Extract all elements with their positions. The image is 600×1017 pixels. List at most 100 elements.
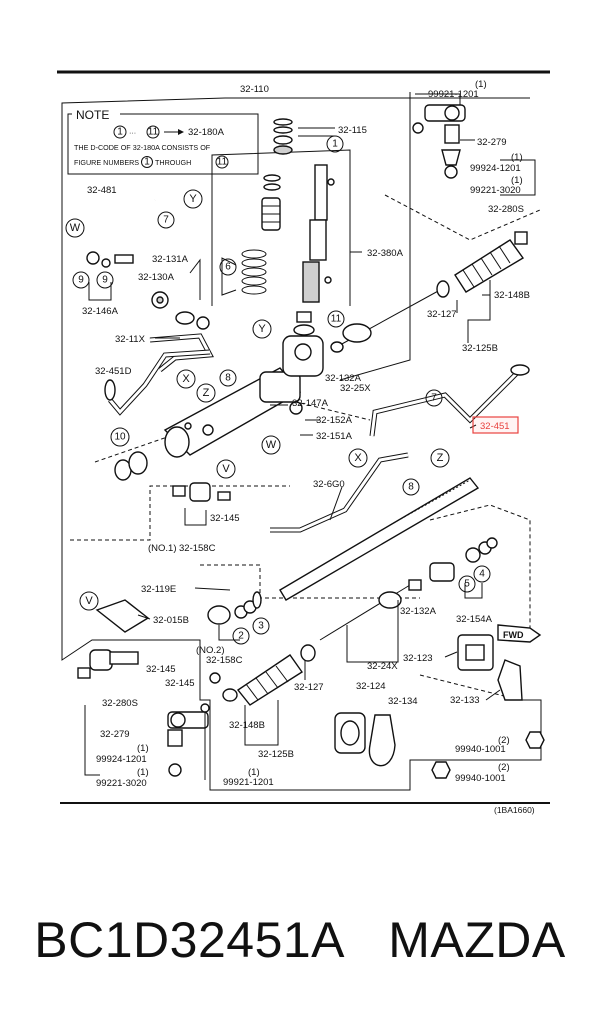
label-32-24X: 32-24X [367, 661, 398, 672]
label-32-145-low1: 32-145 [146, 664, 176, 675]
svg-text:FIGURE NUMBERS: FIGURE NUMBERS [74, 158, 139, 167]
pipe-32-481 [99, 199, 156, 256]
label-32-125B-low: 32-125B [258, 749, 294, 760]
label-32-127-top: 32-127 [427, 309, 457, 320]
pinion-top-caps [293, 311, 315, 336]
brand-name: MAZDA [388, 912, 566, 968]
svg-text:W: W [266, 439, 277, 451]
rack-bushing-rings [207, 591, 262, 625]
svg-text:1: 1 [332, 139, 338, 150]
svg-text:10: 10 [114, 432, 126, 443]
figure-code: (1BA1660) [494, 805, 535, 815]
label-99940-1001-a: 99940-1001 [455, 744, 506, 755]
inner-tie-rod-top [330, 289, 441, 353]
bellows-top [436, 231, 528, 298]
label-32-130A: 32-130A [138, 272, 175, 283]
svg-text:X: X [354, 452, 362, 464]
label-32-127-low: 32-127 [294, 682, 324, 693]
svg-text:2: 2 [238, 631, 244, 642]
qty-label: (1) [137, 767, 149, 778]
label-32-148B-low: 32-148B [229, 720, 265, 731]
cylinder-seals [104, 379, 148, 481]
label-no1: (NO.1) [148, 543, 177, 554]
svg-text:Z: Z [437, 452, 444, 464]
label-32-124: 32-124 [356, 681, 386, 692]
mount-bushing-123 [457, 634, 494, 671]
label-32-280S-top: 32-280S [488, 204, 524, 215]
seal-ring-group [221, 249, 267, 296]
tie-rod-end-top [412, 104, 466, 179]
label-32-279-low: 32-279 [100, 729, 130, 740]
svg-text:8: 8 [408, 482, 414, 493]
label-32-25X: 32-25X [340, 383, 371, 394]
label-99924-1201-low: 99924-1201 [96, 754, 147, 765]
svg-text:9: 9 [102, 275, 108, 286]
svg-text:7: 7 [163, 215, 169, 226]
leader-lines [84, 93, 536, 780]
bellows-lower [222, 644, 316, 706]
svg-text:1: 1 [144, 157, 150, 168]
svg-text:W: W [70, 222, 81, 234]
label-32-119E: 32-119E [141, 584, 176, 595]
svg-text:11: 11 [217, 157, 228, 168]
qty-label: (1) [475, 79, 487, 90]
inner-tie-rod-low [319, 579, 422, 641]
boundary-right-inner [339, 92, 411, 381]
mount-clamp-134 [368, 714, 396, 767]
qty-label: (2) [498, 762, 510, 773]
label-32-145-low2: 32-145 [165, 678, 195, 689]
svg-text:X: X [182, 373, 190, 385]
svg-text:32-180A: 32-180A [188, 127, 225, 138]
tie-rod-end-low [167, 703, 210, 777]
label-32-151A: 32-151A [316, 431, 353, 442]
label-32-131A: 32-131A [152, 254, 189, 265]
label-99221-3020-top: 99221-3020 [470, 185, 521, 196]
pipe-32-6G0 [270, 452, 409, 533]
label-32-279-top: 32-279 [477, 137, 507, 148]
svg-text:11: 11 [331, 314, 342, 325]
label-99921-1201-top: 99921-1201 [428, 89, 479, 100]
qty-label: (1) [137, 743, 149, 754]
dash-lower [200, 564, 420, 599]
part-caption: BC1D32451A MAZDA [0, 895, 600, 985]
svg-text:11: 11 [148, 127, 159, 138]
dash-bracket [70, 485, 290, 541]
label-32-451: 32-451 [480, 421, 510, 432]
label-32-125B-top: 32-125B [462, 343, 498, 354]
svg-text:1: 1 [117, 127, 123, 138]
label-99940-1001-b: 99940-1001 [455, 773, 506, 784]
part-labels: 32-110 (1) 99921-1201 32-279 (1) 99924-1… [82, 79, 535, 815]
label-32-015B: 32-015B [153, 615, 189, 626]
label-32-115: 32-115 [338, 125, 367, 136]
highlight-box-32-451 [472, 416, 519, 434]
svg-text:Y: Y [258, 323, 266, 335]
label-99921-1201-low: 99921-1201 [223, 777, 274, 788]
label-32-133: 32-133 [450, 695, 480, 706]
svg-text:8: 8 [225, 373, 231, 384]
svg-text:Z: Z [203, 387, 210, 399]
svg-text:4: 4 [479, 569, 485, 580]
svg-text:6: 6 [225, 262, 231, 273]
label-32-6G0: 32-6G0 [313, 479, 345, 490]
svg-text:FWD: FWD [503, 630, 524, 640]
note-box: NOTE 1 ··· 11 32-180A THE D-CODE OF 32-1… [67, 107, 259, 175]
mount-bushing-124 [334, 712, 366, 754]
qty-label: (1) [511, 152, 523, 163]
label-no2: (NO.2) [196, 645, 225, 656]
label-99924-1201-top: 99924-1201 [470, 163, 521, 174]
svg-text:···: ··· [129, 128, 136, 137]
label-32-380A: 32-380A [367, 248, 404, 259]
mount-clamp-133 [497, 659, 523, 701]
svg-text:9: 9 [78, 275, 84, 286]
label-32-280S-low: 32-280S [102, 698, 138, 709]
label-32-158C-mid: 32-158C [179, 543, 216, 554]
label-32-145-mid: 32-145 [210, 513, 240, 524]
bracket-mid [172, 482, 231, 502]
fittings-left-top [86, 251, 210, 330]
svg-text:Y: Y [189, 193, 197, 205]
label-32-146A: 32-146A [82, 306, 119, 317]
svg-text:5: 5 [464, 579, 470, 590]
rack-bar [279, 477, 480, 601]
qty-label: (1) [248, 767, 260, 778]
